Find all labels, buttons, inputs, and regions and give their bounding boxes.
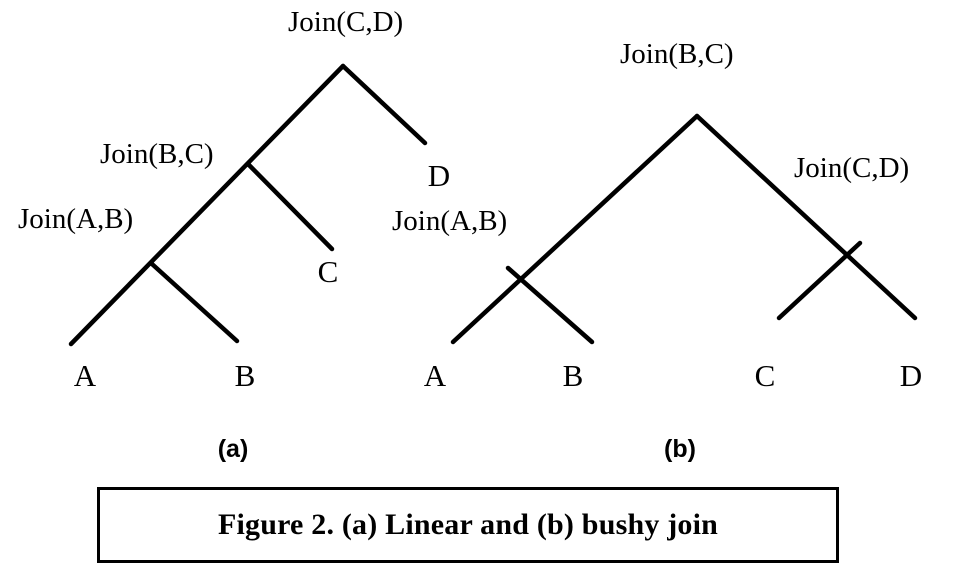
figure-caption-box: Figure 2. (a) Linear and (b) bushy join [97,487,839,563]
edge-a-bc-right [246,162,335,252]
subfigure-tag-a: (a) [217,435,249,463]
figure-caption-text: Figure 2. (a) Linear and (b) bushy join [217,508,719,541]
edge-b-cd-left [776,240,863,321]
node-label-b-join-cd: Join(C,D) [794,152,910,184]
edge-a-root-right [340,63,428,146]
leaf-label-a-d: D [427,158,451,193]
node-label-a-join-ab: Join(A,B) [18,203,134,235]
node-label-b-join-bc: Join(B,C) [620,38,734,70]
leaf-label-b-d: D [899,358,923,393]
subfigure-tag-b: (b) [664,435,696,463]
edge-a-ab-right [149,261,240,344]
leaf-label-b-c: C [754,358,776,393]
leaf-label-a-c: C [317,254,339,289]
node-label-b-join-ab: Join(A,B) [392,205,508,237]
edge-b-root-right [694,113,918,321]
leaf-label-a-a: A [73,358,97,393]
edge-b-ab-right [505,265,595,345]
node-label-a-join-bc: Join(B,C) [100,138,214,170]
node-label-a-join-cd: Join(C,D) [288,6,404,38]
leaf-label-b-a: A [423,358,447,393]
leaf-label-a-b: B [234,358,256,393]
leaf-label-b-b: B [562,358,584,393]
